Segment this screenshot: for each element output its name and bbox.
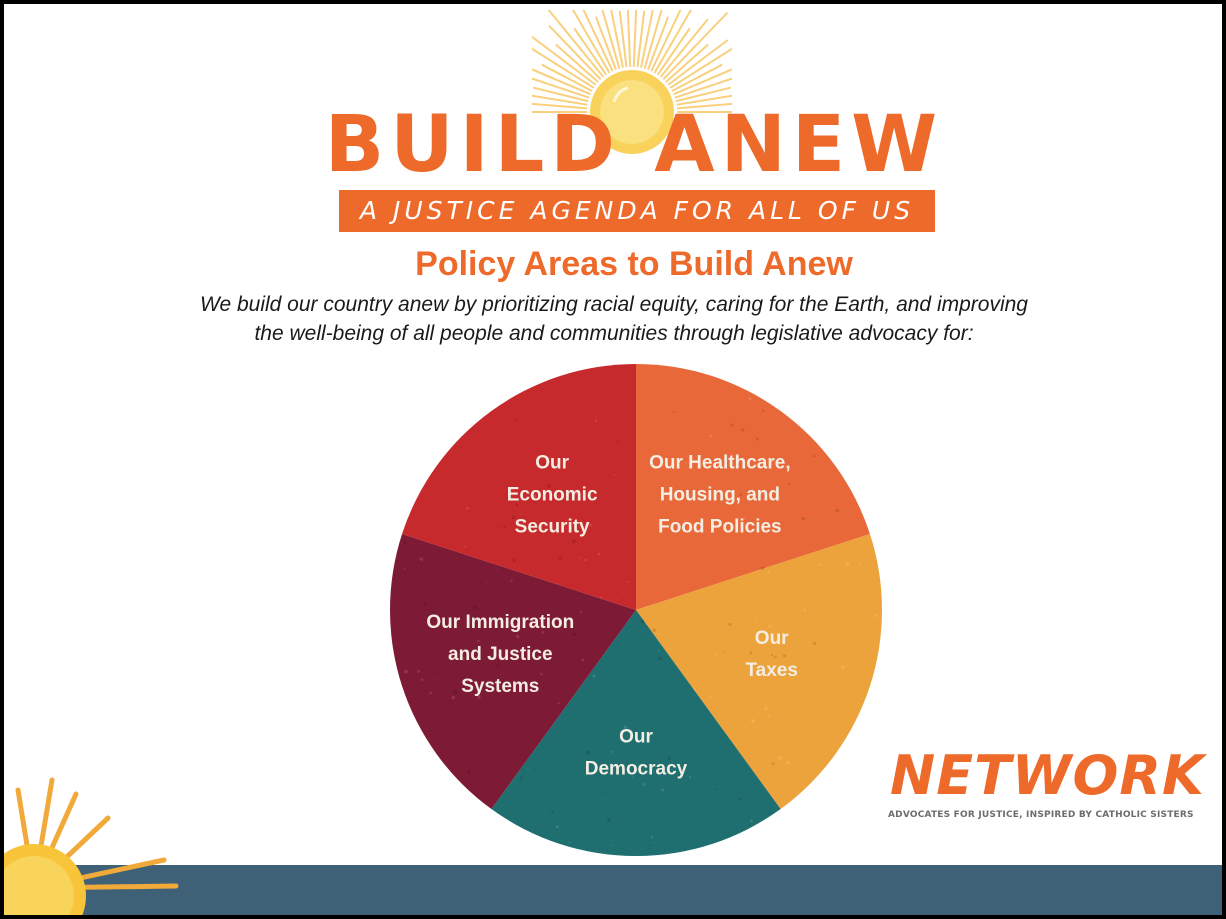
footer-band bbox=[4, 865, 1222, 915]
pie-slice bbox=[402, 364, 636, 610]
build-anew-title: BUILD ANEW bbox=[324, 100, 944, 190]
page-title: Policy Areas to Build Anew bbox=[415, 245, 853, 283]
pie-slice bbox=[491, 610, 781, 856]
pie-slice bbox=[636, 364, 870, 610]
pie-slice bbox=[390, 533, 636, 810]
intro-line-1: We build our country anew by prioritizin… bbox=[200, 293, 1028, 316]
network-tagline: ADVOCATES FOR JUSTICE, INSPIRED BY CATHO… bbox=[888, 810, 1194, 820]
sun-logo-icon bbox=[532, 10, 732, 154]
intro-line-2: the well-being of all people and communi… bbox=[254, 322, 974, 345]
agenda-tagline: A JUSTICE AGENDA FOR ALL OF US bbox=[339, 190, 935, 232]
network-logo: NETWORK ADVOCATES FOR JUSTICE, INSPIRED … bbox=[882, 740, 1204, 830]
corner-sun-icon bbox=[4, 777, 179, 915]
network-wordmark: NETWORK bbox=[890, 744, 1205, 807]
intro-text: We build our country anew by prioritizin… bbox=[134, 290, 1094, 348]
slide: BUILD ANEW A JUSTICE AGENDA FOR ALL OF U… bbox=[4, 4, 1222, 915]
pie-slice bbox=[636, 533, 882, 810]
